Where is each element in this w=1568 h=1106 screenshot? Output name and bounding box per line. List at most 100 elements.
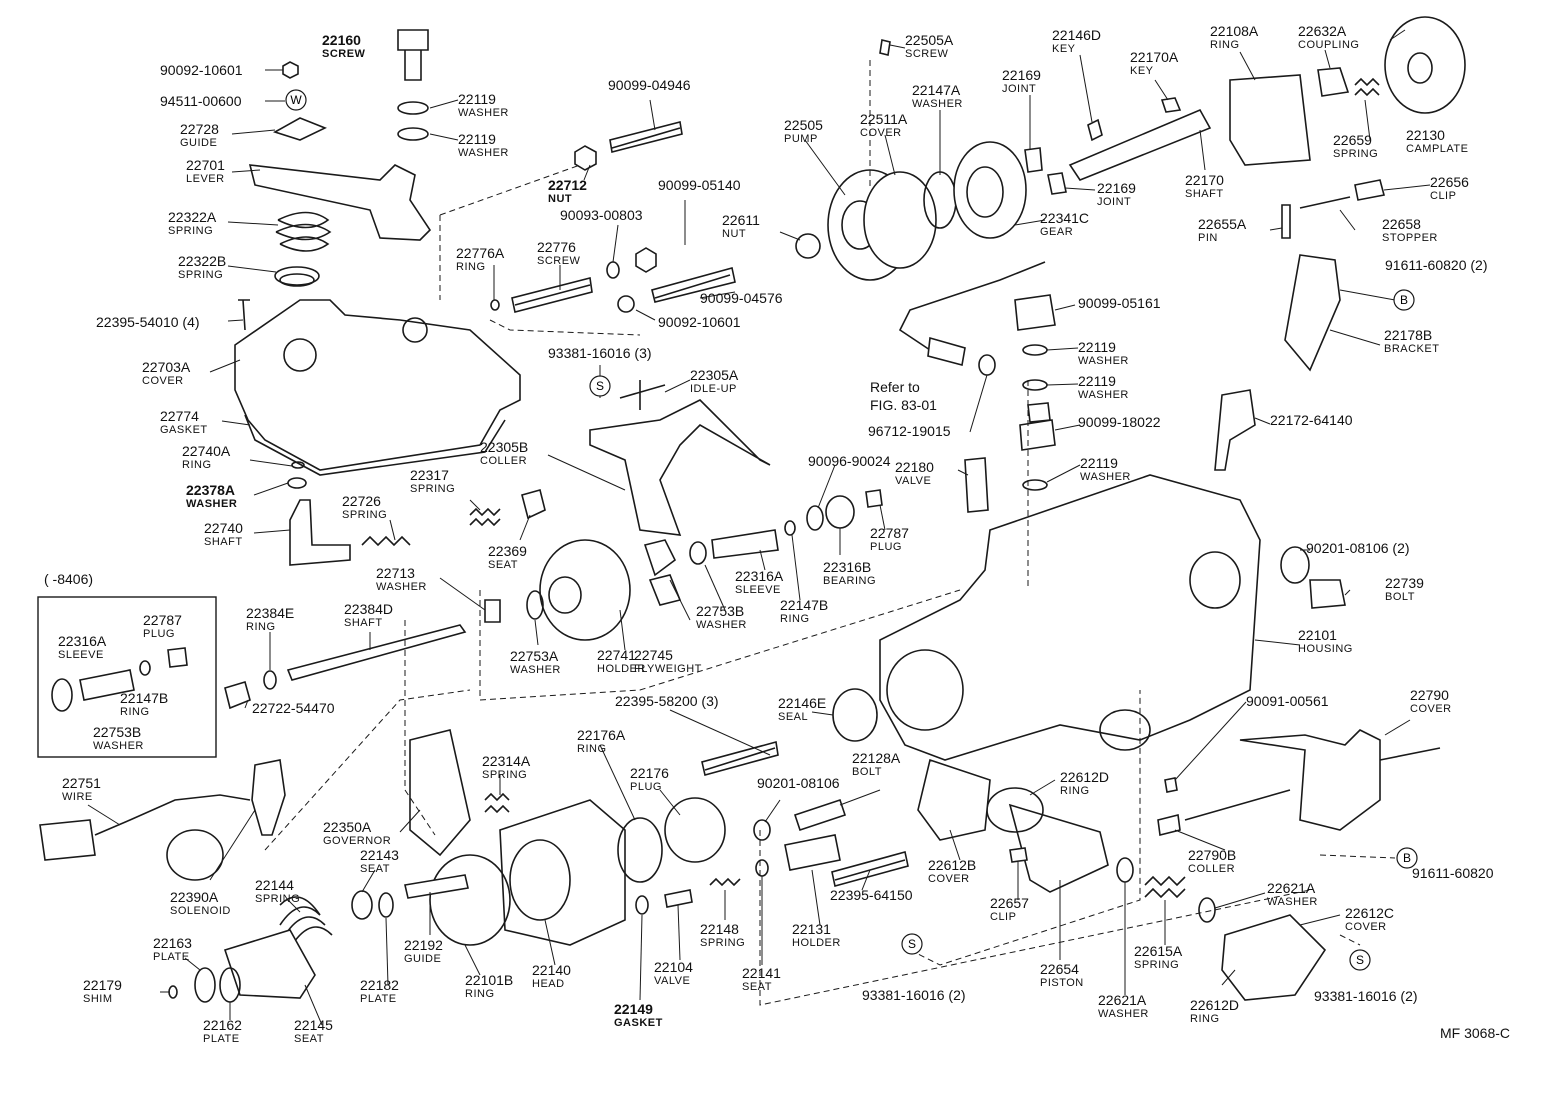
- seat-22145-drawing: [223, 929, 316, 999]
- part-number-label: 22740A: [182, 443, 231, 459]
- part-name-label: HOLDER: [792, 937, 841, 949]
- part-name-label: COLLER: [480, 455, 527, 467]
- figure-code: MF 3068-C: [1440, 1025, 1510, 1041]
- part-22172-drawing: [1214, 389, 1256, 471]
- part-name-label: CLIP: [990, 911, 1016, 923]
- part-name-label: STOPPER: [1382, 232, 1438, 244]
- part-name-label: SPRING: [1333, 148, 1378, 160]
- part-number-label: 22162: [203, 1017, 242, 1033]
- holder-22741-drawing: [539, 539, 631, 641]
- washer-drawing: [1022, 344, 1048, 356]
- spring-22317-drawing: [469, 507, 501, 527]
- shaft-22170-drawing: [1068, 108, 1212, 181]
- wire-drawing: [94, 794, 251, 836]
- part-name-label: HEAD: [532, 978, 565, 990]
- part-name-label: SEAT: [488, 559, 518, 571]
- part-number-label: 22160: [322, 32, 361, 48]
- cover-22612C-drawing: [1221, 914, 1327, 1001]
- part-name-label: COVER: [928, 873, 970, 885]
- part-name-label: HOLDER: [597, 663, 646, 675]
- part-number-label: 22119: [458, 91, 496, 107]
- leader-lines: [87, 29, 1431, 1026]
- part-name-label: SPRING: [1134, 959, 1179, 971]
- part-name-label: RING: [1210, 39, 1240, 51]
- part-name-label: WIRE: [62, 791, 93, 803]
- part-number-label: 22141: [742, 965, 781, 981]
- part-number-label: 90201-08106: [757, 775, 840, 791]
- cover-boss: [283, 338, 317, 372]
- cover-gasket-drawing: [244, 414, 506, 476]
- part-name-label: WASHER: [912, 98, 963, 110]
- part-name-label: PLUG: [143, 628, 175, 640]
- washer-drawing: [753, 819, 771, 841]
- part-number-label: 22384E: [246, 605, 294, 621]
- part-name-label: KEY: [1130, 65, 1154, 77]
- assembly-lines: [264, 60, 1396, 1006]
- marker-s: [1349, 949, 1371, 971]
- part-number-label: 22511A: [860, 111, 908, 127]
- part-number-label: 22713: [376, 565, 415, 581]
- part-number-label: 93381-16016 (2): [1314, 988, 1418, 1004]
- part-number-label: 22101B: [465, 972, 513, 988]
- part-number-label: 22621A: [1098, 992, 1147, 1008]
- dashed-line: [439, 164, 581, 300]
- part-name-label: RING: [1060, 785, 1090, 797]
- part-number-label: 22741: [597, 647, 636, 663]
- seat-drawing: [755, 859, 769, 877]
- washer-22713-drawing: [484, 599, 501, 623]
- part-22722-drawing: [224, 680, 251, 710]
- valve-22180-drawing: [964, 457, 989, 513]
- part-number-label: 22739: [1385, 575, 1424, 591]
- governor-drawing: [409, 729, 471, 857]
- part-number-label: 22322A: [168, 209, 217, 225]
- ring-22384E-drawing: [263, 670, 277, 690]
- part-number-label: 22712: [548, 177, 587, 193]
- plate-22163-drawing: [194, 967, 216, 1003]
- part-number-label: 22314A: [482, 753, 531, 769]
- clip-22657-drawing: [1009, 847, 1028, 863]
- screw-22160-drawing: [397, 29, 429, 81]
- part-name-label: GOVERNOR: [323, 835, 391, 847]
- part-number-label: 22170: [1185, 172, 1224, 188]
- pin-drawing: [1281, 204, 1291, 239]
- housing-bore: [1189, 551, 1241, 609]
- marker-b-text: B: [1403, 851, 1411, 865]
- part-number-label: 91611-60820: [1412, 865, 1494, 881]
- part-drawings: [39, 16, 1466, 1003]
- ring-drawing: [291, 461, 305, 469]
- part-name-label: COVER: [1410, 703, 1452, 715]
- part-number-label: 90099-05140: [658, 177, 741, 193]
- screw-22776-drawing: [511, 277, 593, 313]
- part-number-label: 22787: [143, 612, 182, 628]
- part-number-label: 90092-10601: [658, 314, 741, 330]
- part-number-label: 22611: [722, 212, 760, 228]
- dashed-line: [264, 689, 471, 851]
- part-number-label: 22341C: [1040, 210, 1089, 226]
- part-number-label: 22130: [1406, 127, 1445, 143]
- washer-drawing: [1022, 379, 1048, 391]
- washer-22621A-b-drawing: [1198, 897, 1216, 923]
- nut-22611-drawing: [795, 233, 821, 259]
- ring-90201-drawing: [1280, 546, 1310, 584]
- part-name-label: WASHER: [376, 581, 427, 593]
- part-name-label: FLYWEIGHT: [634, 663, 702, 675]
- nut-22712-drawing: [574, 145, 597, 171]
- part-name-label: SEAL: [778, 711, 808, 723]
- spring-22148-drawing: [709, 877, 741, 887]
- part-number-label: 22656: [1430, 174, 1469, 190]
- part-number-label: 22119: [458, 131, 496, 147]
- camplate-hub: [1407, 52, 1433, 84]
- part-name-label: CLIP: [1430, 190, 1456, 202]
- part-name-label: BOLT: [1385, 591, 1415, 603]
- part-number-label: 22316B: [823, 559, 871, 575]
- cover-22511A-drawing: [863, 171, 937, 269]
- part-number-label: 22612C: [1345, 905, 1394, 921]
- part-name-label: CAMPLATE: [1406, 143, 1468, 155]
- marker-w: [285, 89, 307, 111]
- part-name-label: SHAFT: [1185, 188, 1224, 200]
- part-number-label: 22384D: [344, 601, 393, 617]
- part-number-label: 22119: [1078, 373, 1116, 389]
- part-number-label: 22753A: [510, 648, 559, 664]
- part-name-label: GUIDE: [180, 137, 217, 149]
- part-number-label: 22170A: [1130, 49, 1179, 65]
